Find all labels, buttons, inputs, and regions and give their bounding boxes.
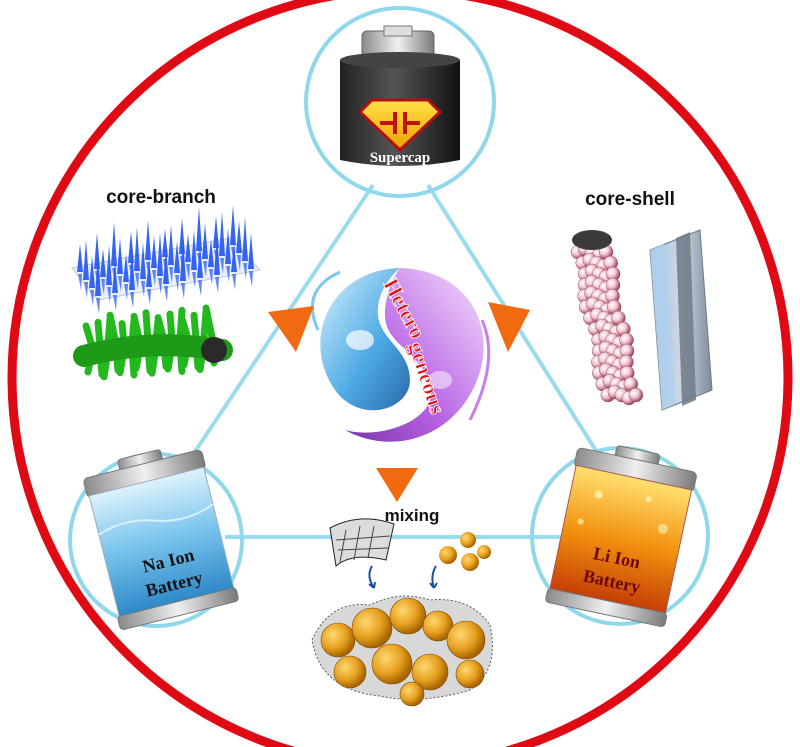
na-ion-battery: Na Ion Battery: [83, 449, 239, 630]
li-ion-battery: Li Ion Battery: [545, 445, 697, 627]
label-core-branch: core-branch: [106, 187, 216, 208]
arrow-to-mixing: [376, 468, 418, 502]
mixing-composite: [311, 595, 493, 707]
core-branch-wire: [73, 304, 233, 381]
core-shell-plate: [649, 229, 713, 411]
core-branch-array: [71, 205, 261, 314]
supercap-device: Supercap: [340, 25, 460, 166]
mixing-particles: [439, 532, 491, 571]
outer-ring: [7, 0, 793, 747]
supercap-label: Supercap: [370, 150, 431, 166]
label-core-shell: core-shell: [585, 189, 675, 210]
mixing-graphene-sheet: [329, 518, 395, 567]
core-shell-wire: [570, 230, 644, 406]
orange-arrows: [268, 302, 530, 502]
heterogeneous-swirl: Hetero geneous: [310, 268, 491, 442]
mixing-arrows: [368, 565, 438, 589]
arrow-to-core-shell: [488, 302, 530, 352]
arrow-to-core-branch: [268, 306, 314, 352]
supercap-circle: [304, 6, 496, 198]
label-mixing: mixing: [385, 506, 440, 525]
